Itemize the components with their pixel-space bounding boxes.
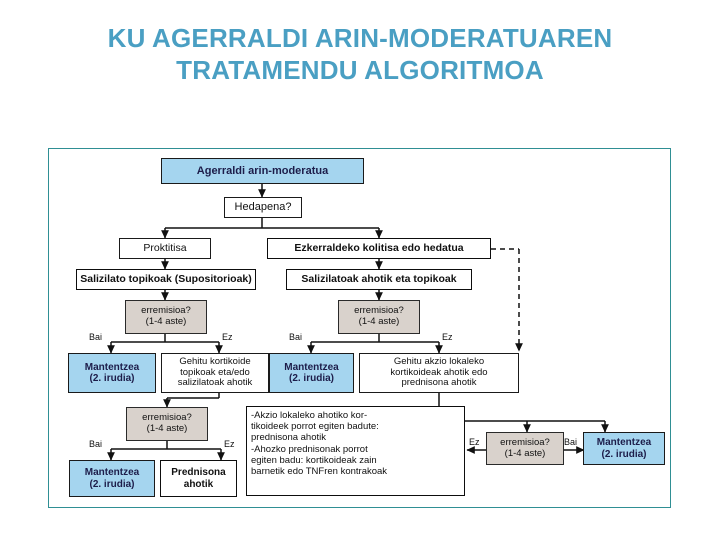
page-title-line-1: KU AGERRALDI ARIN-MODERATUAREN [107, 23, 613, 53]
node-mantentzea-3[interactable]: Mantentzea (2. irudia) [69, 460, 155, 497]
node-mantentzea-1[interactable]: Mantentzea (2. irudia) [68, 353, 156, 393]
edge-label-ez-3: Ez [224, 439, 235, 449]
diagram-frame: Agerraldi arin-moderatua Hedapena? Prokt… [48, 148, 671, 508]
node-erremisioa-3[interactable]: erremisioa? (1-4 aste) [126, 407, 208, 441]
edge-label-ez-1: Ez [222, 332, 233, 342]
node-hedapena[interactable]: Hedapena? [224, 197, 302, 218]
page-title: KU AGERRALDI ARIN-MODERATUAREN TRATAMEND… [0, 22, 720, 86]
node-salizilatoak-ahotik-topikoak[interactable]: Salizilatoak ahotik eta topikoak [286, 269, 472, 290]
page-title-line-2: TRATAMENDU ALGORITMOA [176, 55, 544, 85]
edge-label-bai-4: Bai [564, 437, 578, 447]
node-mantentzea-4[interactable]: Mantentzea (2. irudia) [583, 432, 665, 465]
node-salizilato-topikoak[interactable]: Salizilato topikoak (Supositorioak) [76, 269, 256, 290]
node-ezkerraldeko-kolitisa[interactable]: Ezkerraldeko kolitisa edo hedatua [267, 238, 491, 259]
node-start[interactable]: Agerraldi arin-moderatua [161, 158, 364, 184]
node-footnote: -Akzio lokaleko ahotiko kor- tikoideek p… [246, 406, 465, 496]
flowchart-canvas: Agerraldi arin-moderatua Hedapena? Prokt… [49, 149, 672, 509]
node-erremisioa-1[interactable]: erremisioa? (1-4 aste) [125, 300, 207, 334]
edge-label-bai-2: Bai [289, 332, 303, 342]
edge-label-bai-1: Bai [89, 332, 103, 342]
node-mantentzea-2[interactable]: Mantentzea (2. irudia) [269, 353, 354, 393]
node-erremisioa-4[interactable]: erremisioa? (1-4 aste) [486, 432, 564, 465]
edge-label-ez-2: Ez [442, 332, 453, 342]
node-erremisioa-2[interactable]: erremisioa? (1-4 aste) [338, 300, 420, 334]
node-proktitisa[interactable]: Proktitisa [119, 238, 211, 259]
edge-label-ez-4: Ez [469, 437, 480, 447]
edge-label-bai-3: Bai [89, 439, 103, 449]
node-gehitu-kortikoide-topikoak[interactable]: Gehitu kortikoide topikoak eta/edo saliz… [161, 353, 269, 393]
node-gehitu-akzio-lokaleko[interactable]: Gehitu akzio lokaleko kortikoideak ahoti… [359, 353, 519, 393]
node-prednisona-ahotik[interactable]: Prednisona ahotik [160, 460, 237, 497]
